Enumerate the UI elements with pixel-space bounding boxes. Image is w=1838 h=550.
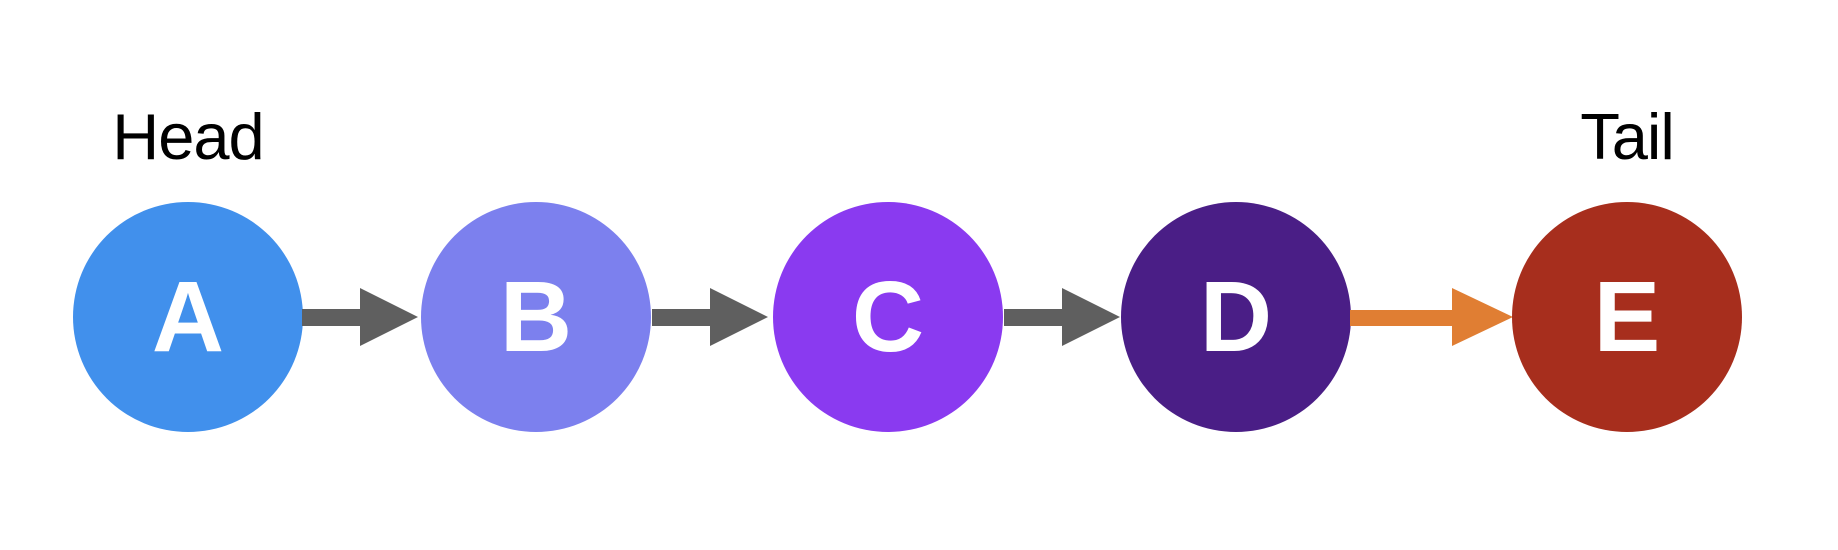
node-d: D [1121, 202, 1351, 432]
arrow-head-icon [1452, 288, 1513, 346]
arrow-b-to-c [652, 288, 768, 347]
arrow-c-to-d [1004, 288, 1120, 347]
node-c-label: C [851, 261, 925, 373]
arrow-head-icon [1062, 288, 1120, 346]
arrow-head-icon [360, 288, 418, 346]
arrow-d-to-e [1350, 288, 1513, 347]
arrow-b-to-c-shaft [652, 309, 710, 326]
node-e: E [1512, 202, 1742, 432]
node-b: B [421, 202, 651, 432]
arrow-c-to-d-shaft [1004, 309, 1062, 326]
node-e-label: E [1593, 261, 1661, 373]
arrow-head-icon [710, 288, 768, 346]
node-b-label: B [499, 261, 573, 373]
head-label: Head [112, 100, 264, 173]
arrow-a-to-b-shaft [302, 309, 360, 326]
node-a: A [73, 202, 303, 432]
node-c: C [773, 202, 1003, 432]
tail-label: Tail [1580, 100, 1675, 173]
node-d-label: D [1199, 261, 1273, 373]
node-a-label: A [151, 261, 225, 373]
arrow-a-to-b [302, 288, 418, 347]
arrow-d-to-e-shaft [1350, 309, 1452, 326]
